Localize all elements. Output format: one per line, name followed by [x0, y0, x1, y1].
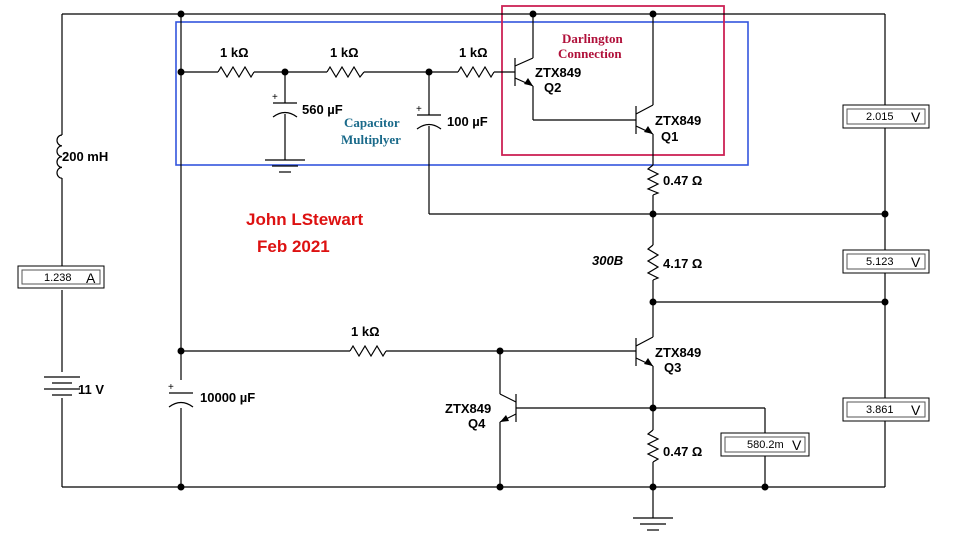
voltmeter-low: 3.861 V	[842, 397, 930, 422]
battery-11v	[44, 376, 80, 396]
label-c1: 560 µF	[302, 102, 343, 117]
capacitor-multiplier-title-line2: Multiplyer	[341, 132, 401, 147]
voltmeter-top-value: 2.015	[866, 111, 894, 123]
voltmeter-mid-unit: V	[911, 254, 921, 270]
voltmeter-sense: 580.2m V	[720, 432, 810, 457]
label-q2-ref: Q2	[544, 80, 561, 95]
author-date: Feb 2021	[257, 237, 330, 256]
label-r-base-q3: 1 kΩ	[351, 324, 380, 339]
inductor-200mh	[56, 134, 63, 179]
label-r2: 1 kΩ	[330, 45, 359, 60]
resistor-r2	[326, 65, 365, 79]
label-r-sense: 0.47 Ω	[663, 444, 702, 459]
transistor-q2	[514, 57, 534, 87]
resistor-base-q3	[349, 344, 387, 358]
darlington-title-line1: Darlington	[562, 31, 623, 46]
label-r-tube: 4.17 Ω	[663, 256, 702, 271]
voltmeter-low-value: 3.861	[866, 404, 894, 416]
label-q3-ref: Q3	[664, 360, 681, 375]
label-q2-part: ZTX849	[535, 65, 581, 80]
capacitor-multiplier-box	[175, 21, 749, 166]
label-q3-part: ZTX849	[655, 345, 701, 360]
darlington-title-line2: Connection	[558, 46, 622, 61]
label-q4-ref: Q4	[468, 416, 486, 431]
resistor-emitter-q1	[646, 164, 660, 196]
capacitor-c1: +	[272, 92, 298, 118]
label-q1-part: ZTX849	[655, 113, 701, 128]
author-name: John LStewart	[246, 210, 363, 229]
resistor-tube	[646, 244, 660, 281]
capacitor-c2: +	[416, 104, 442, 130]
label-r-emitter-q1: 0.47 Ω	[663, 173, 702, 188]
ammeter: 1.238 A	[17, 265, 105, 289]
capacitor-c3: +	[168, 382, 194, 408]
label-c3: 10000 µF	[200, 390, 255, 405]
darlington-connection-box	[501, 5, 725, 156]
svg-text:+: +	[272, 92, 278, 103]
voltmeter-mid-value: 5.123	[866, 256, 894, 268]
capacitor-multiplier-title-line1: Capacitor	[344, 115, 400, 130]
label-r1: 1 kΩ	[220, 45, 249, 60]
resistor-r1	[217, 65, 255, 79]
transistor-q1	[635, 104, 654, 135]
ground-symbol-output	[633, 517, 673, 531]
resistor-sense	[646, 429, 660, 463]
resistor-r3	[457, 65, 495, 79]
voltmeter-top: 2.015 V	[842, 104, 930, 129]
voltmeter-low-unit: V	[911, 402, 921, 418]
label-q1-ref: Q1	[661, 129, 678, 144]
label-inductor: 200 mH	[62, 149, 108, 164]
ammeter-value: 1.238	[44, 272, 72, 284]
label-battery: 11 V	[78, 382, 104, 397]
voltmeter-mid: 5.123 V	[842, 249, 930, 274]
voltmeter-sense-unit: V	[792, 437, 802, 453]
label-tube: 300B	[592, 253, 623, 268]
voltmeter-top-unit: V	[911, 109, 921, 125]
label-q4-part: ZTX849	[445, 401, 491, 416]
label-c2: 100 µF	[447, 114, 488, 129]
ground-symbol-c1	[265, 159, 305, 173]
svg-text:+: +	[416, 104, 422, 115]
transistor-q4	[499, 393, 517, 423]
junction-dots	[177, 10, 889, 491]
label-r3: 1 kΩ	[459, 45, 488, 60]
ammeter-unit: A	[86, 270, 96, 286]
svg-text:+: +	[168, 382, 174, 393]
voltmeter-sense-value: 580.2m	[747, 439, 784, 451]
transistor-q3	[635, 336, 654, 367]
